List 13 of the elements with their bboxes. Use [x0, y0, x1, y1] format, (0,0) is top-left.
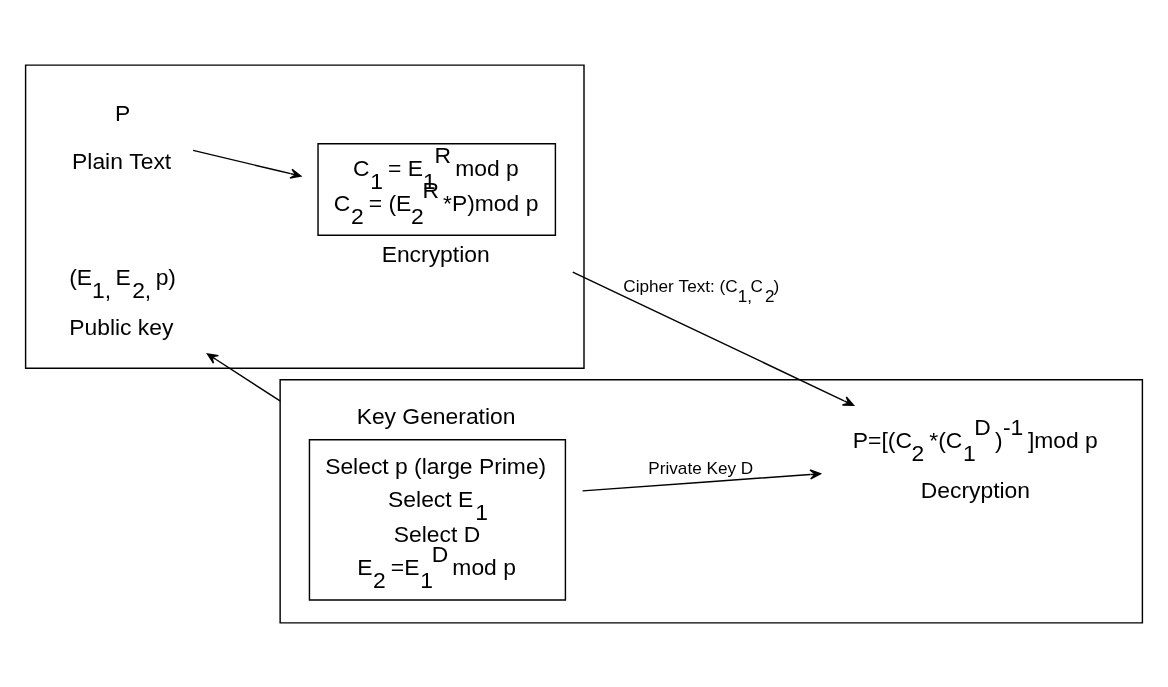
- node-label: Encryption: [381, 240, 490, 267]
- node-label: Plain Text: [72, 147, 172, 174]
- arrow: [206, 352, 281, 402]
- arrow: [192, 149, 302, 179]
- node-label: Decryption: [920, 476, 1031, 503]
- cluster: [279, 378, 1144, 624]
- node-label: Public key: [69, 313, 174, 340]
- arrow: [572, 270, 855, 406]
- node-label: Key Generation: [356, 402, 516, 429]
- node-text: P: [114, 99, 131, 126]
- cluster: [24, 63, 585, 369]
- arrow: [581, 468, 822, 492]
- edge-label: Private Key D: [648, 457, 754, 478]
